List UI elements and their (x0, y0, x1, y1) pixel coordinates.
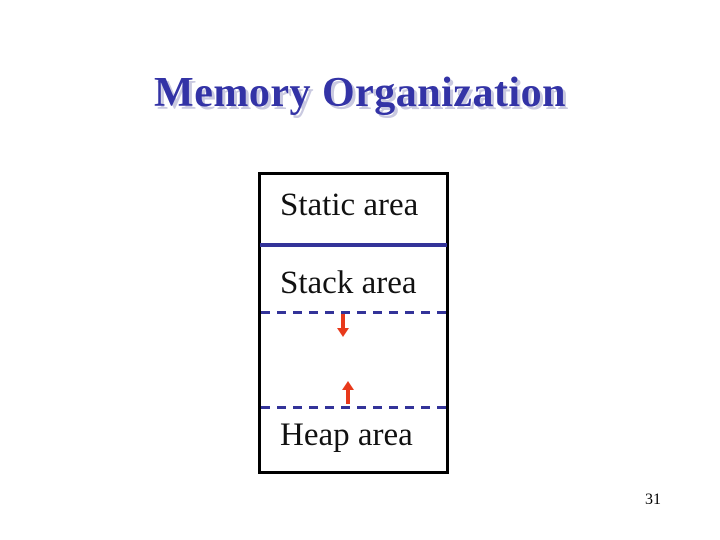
page-number: 31 (645, 491, 661, 508)
memory-diagram-box: Static area Stack area Heap area (258, 172, 449, 474)
stack-boundary-dashed-line (261, 311, 446, 314)
heap-area-label: Heap area (280, 417, 413, 453)
stack-area-label: Stack area (280, 265, 417, 301)
slide-title: Memory Organization (154, 70, 566, 116)
static-area-label: Static area (280, 187, 419, 223)
heap-growth-up-arrow-icon (342, 381, 354, 404)
stack-growth-down-arrow-icon (337, 314, 349, 337)
heap-boundary-dashed-line (261, 406, 446, 409)
static-stack-divider-line (260, 243, 447, 247)
